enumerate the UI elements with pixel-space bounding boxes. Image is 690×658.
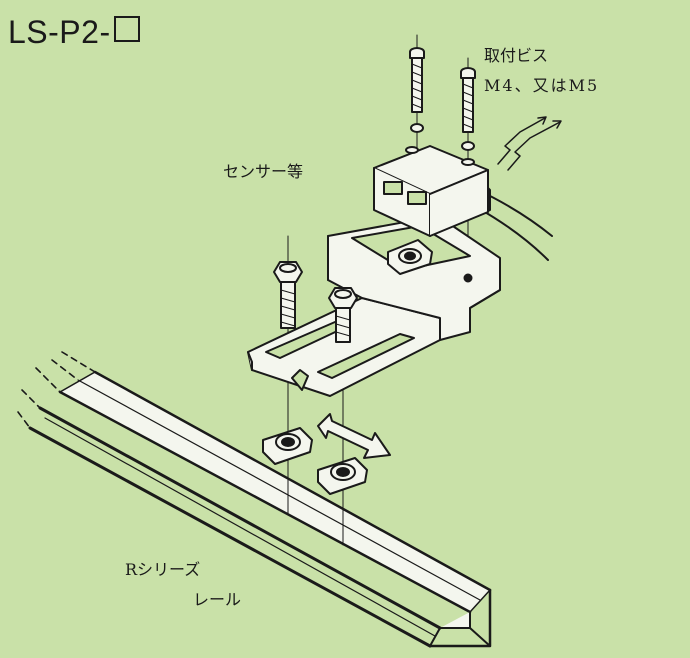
diagram-title: LS-P2- bbox=[8, 14, 140, 51]
rail bbox=[17, 351, 492, 648]
mounting-screw-2 bbox=[460, 67, 476, 151]
bracket-lower-plate bbox=[247, 251, 441, 397]
rail-label-line1: Rシリーズ bbox=[125, 560, 201, 579]
rail-label-line2: レール bbox=[193, 590, 242, 609]
sensor-body bbox=[373, 145, 489, 237]
title-blank-box-icon bbox=[113, 16, 140, 42]
bracket-bolt-2 bbox=[328, 287, 358, 343]
flange-nut bbox=[387, 239, 433, 275]
channel-nut-1 bbox=[262, 427, 313, 465]
mounting-screw-1 bbox=[409, 47, 425, 133]
slide-arrow bbox=[317, 413, 391, 459]
diagram-title-text: LS-P2- bbox=[8, 14, 111, 50]
signal-arrows bbox=[497, 116, 562, 171]
channel-nut-2 bbox=[317, 457, 368, 495]
bracket-bolt-1 bbox=[273, 261, 303, 329]
screw-label-line2: M4、又はM5 bbox=[484, 76, 600, 95]
screw-label-line1: 取付ビス bbox=[484, 46, 549, 65]
sensor-label: センサー等 bbox=[223, 162, 304, 181]
